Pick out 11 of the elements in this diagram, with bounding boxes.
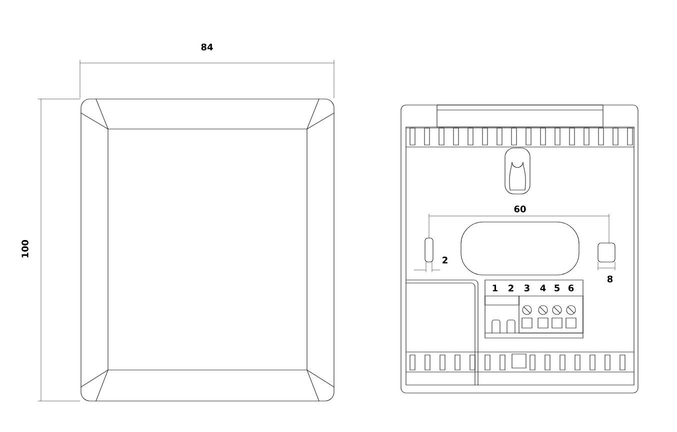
dimension-label: 100 xyxy=(22,240,28,258)
terminal-number: 2 xyxy=(508,284,514,292)
dimension-label: 60 xyxy=(514,206,526,212)
terminal-number: 1 xyxy=(492,284,498,292)
dimension-label: 2 xyxy=(442,256,448,264)
terminal-number: 6 xyxy=(568,284,574,292)
dimension-label: 84 xyxy=(201,44,213,50)
dimension-label: 8 xyxy=(607,276,613,282)
terminal-number: 5 xyxy=(554,284,560,292)
terminal-number: 4 xyxy=(540,284,546,292)
terminal-number: 3 xyxy=(524,284,530,292)
